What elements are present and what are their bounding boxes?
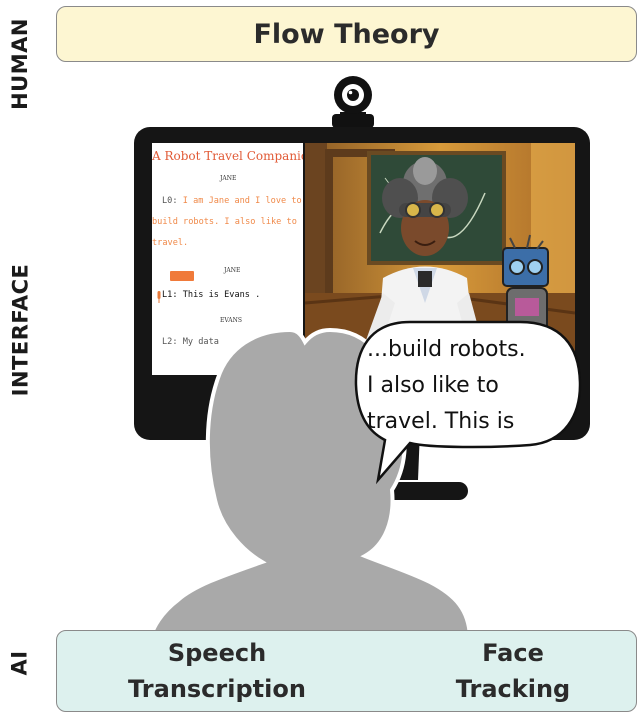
transcript-line-l2: L2: My data <box>162 337 219 347</box>
speaker-label: JANE <box>220 175 237 182</box>
transcript-line-l1: L1: This is Evans . <box>162 290 261 300</box>
speaker-label: JANE <box>224 267 241 274</box>
speech-transcription-label: Speech Transcription <box>128 639 306 703</box>
face-tracking-label: Face Tracking <box>455 639 571 703</box>
story-title: A Robot Travel Companion <box>152 149 303 163</box>
speech-line: I also like to <box>367 373 499 398</box>
ai-components-box: Speech Transcription Face Tracking <box>56 630 637 712</box>
webcam-icon <box>332 76 374 128</box>
transcript-line-l0: L0: I am Jane and I love to build robots… <box>152 196 302 248</box>
play-button[interactable] <box>170 271 194 281</box>
flow-theory-title: Flow Theory <box>253 18 440 50</box>
speech-line: travel. This is <box>367 409 515 434</box>
speaker-label: EVANS <box>220 317 242 324</box>
flow-theory-box: Flow Theory <box>56 6 637 62</box>
speech-bubble-text: ...build robots. I also like to travel. … <box>367 332 577 440</box>
microphone-icon <box>157 291 161 303</box>
speech-line: ...build robots. <box>367 337 526 362</box>
speech-bubble <box>354 320 582 485</box>
